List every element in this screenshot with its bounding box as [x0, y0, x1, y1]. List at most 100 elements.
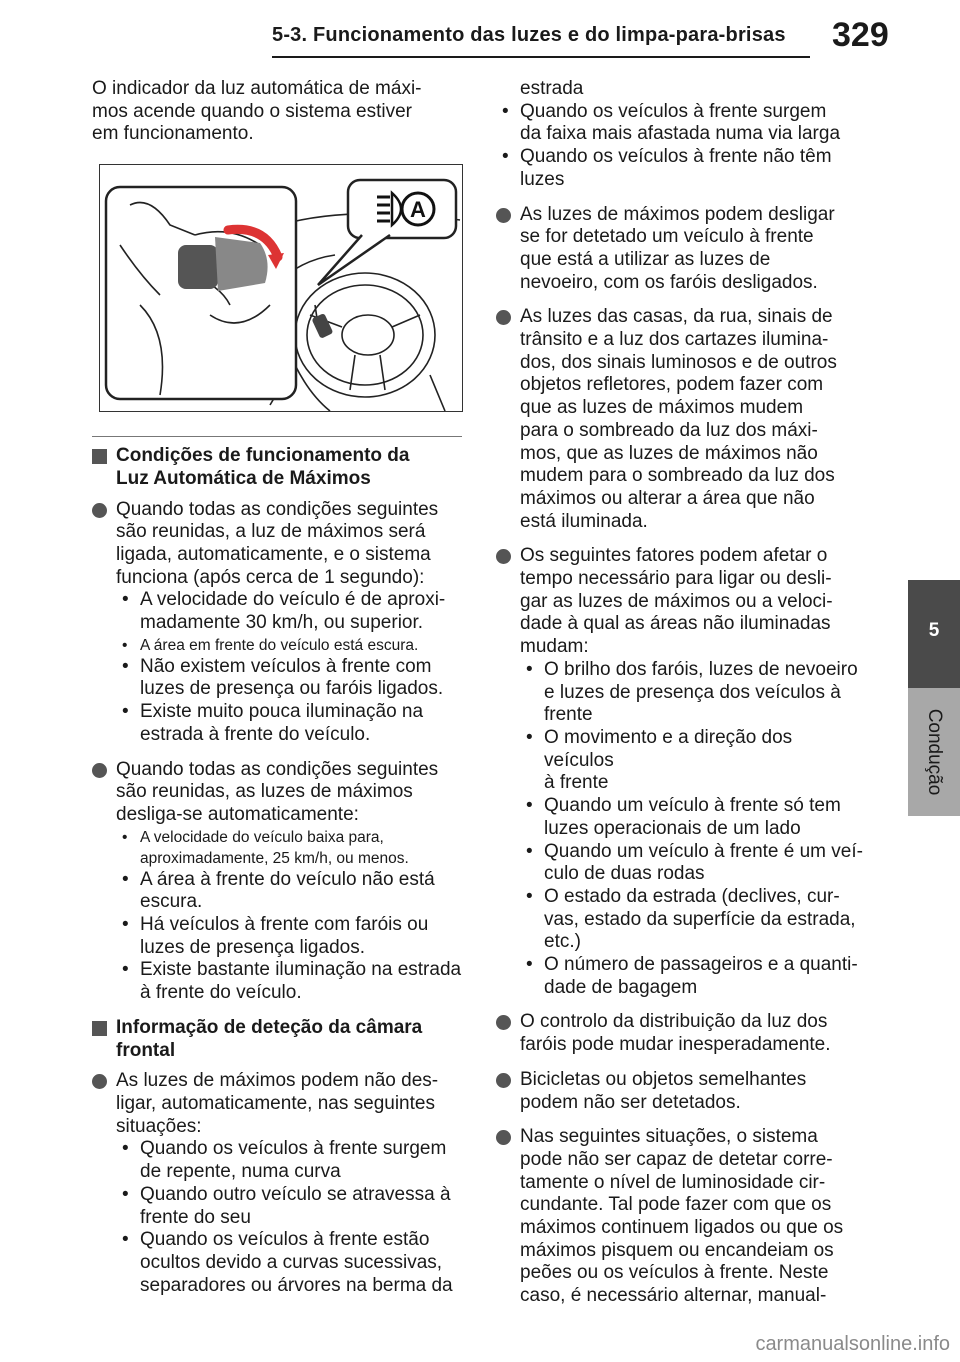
text-line: Quando os veículos à frente estão [140, 1229, 430, 1251]
text-line: trânsito e a luz dos cartazes ilumina- [520, 329, 829, 351]
text-line: à frente do veículo. [140, 982, 302, 1004]
text-line: frente [544, 704, 593, 726]
text-line: O número de passageiros e a quanti- [544, 954, 858, 976]
text-line: O indicador da luz automática de máxi- [92, 78, 422, 99]
text-line: da faixa mais afastada numa via larga [520, 123, 841, 145]
header-rule [272, 56, 810, 58]
text-line: Condições de funcionamento da [116, 445, 410, 467]
text-line: Os seguintes fatores podem afetar o [520, 545, 828, 567]
text-line: O movimento e a direção dos veículos [544, 726, 793, 771]
continued-text: estrada [520, 78, 866, 101]
text-line: Há veículos à frente com faróis ou [140, 914, 429, 936]
text-line: desliga-se automaticamente: [116, 803, 359, 825]
text-line: A velocidade do veículo baixa para, [140, 828, 384, 846]
text-line: estrada à frente do veículo. [140, 723, 371, 745]
illustration-svg: A [104, 178, 461, 412]
text-line: frontal [116, 1039, 176, 1061]
text-line: Quando um veículo à frente é um veí- [544, 840, 863, 862]
text-line: que está a utilizar as luzes de [520, 248, 771, 270]
text-line: caso, é necessário alternar, manual- [520, 1285, 827, 1307]
round-bullet-icon [496, 1130, 511, 1146]
text-line: para o sombreado da luz dos máxi- [520, 419, 818, 441]
text-line: Luz Automática de Máximos [116, 467, 371, 489]
text-line: Existe muito pouca iluminação na [140, 701, 424, 723]
text-line: Quando os veículos à frente surgem [520, 100, 827, 122]
auto-icon-letter: A [410, 197, 426, 222]
text-line: A velocidade do veículo é de aproxi- [140, 589, 446, 611]
text-line: luzes operacionais de um lado [544, 817, 801, 839]
text-line: podem não ser detetados. [520, 1091, 741, 1113]
text-line: luzes [520, 168, 565, 190]
round-bullet-icon [92, 502, 107, 518]
text-line: Quando os veículos à frente surgem [140, 1138, 447, 1160]
text-line: Informação de deteção da câmara [116, 1016, 423, 1038]
text-line: objetos refletores, podem fazer com [520, 374, 824, 396]
text-line: máximos continuem ligados ou que os [520, 1217, 844, 1239]
text-line: dos, dos sinais luminosos e de outros [520, 351, 837, 373]
text-line: As luzes das casas, da rua, sinais de [520, 306, 833, 328]
text-line: Quando todas as condições seguintes [116, 498, 439, 520]
right-column: estrada •Quando os veículos à frente sur… [496, 78, 866, 1320]
square-bullet-icon [92, 449, 107, 465]
section-title: 5-3. Funcionamento das luzes e do limpa-… [272, 24, 786, 46]
auto-high-beam-illustration: A [99, 164, 463, 413]
chapter-tab: 5 [908, 580, 960, 688]
text-line: nevoeiro, com os faróis desligados. [520, 271, 818, 293]
text-line: e luzes de presença dos veículos à [544, 681, 841, 703]
intro-paragraph: O indicador da luz automática de máxi-mo… [92, 78, 462, 146]
text-line: está iluminada. [520, 510, 648, 532]
list-item: Quando um veículo à frente é um veí-culo… [544, 841, 866, 886]
text-line: cundante. Tal pode fazer com que os [520, 1194, 832, 1216]
left-column: O indicador da luz automática de máxi-mo… [92, 78, 463, 1309]
text-line: funciona (após cerca de 1 segundo): [116, 566, 425, 588]
square-bullet-icon [92, 1020, 107, 1036]
text-line: que as luzes de máximos mudem [520, 397, 804, 419]
list-item: O estado da estrada (declives, cur-vas, … [544, 886, 866, 954]
bullet-may-not-turn-off: As luzes de máximos podem não des-ligar,… [92, 1070, 462, 1297]
text-line: etc.) [544, 931, 581, 953]
text-line: ocultos devido a curvas sucessivas, [140, 1251, 443, 1273]
text-line: máximos pisquem ou encandeiam os [520, 1239, 834, 1261]
text-line: O controlo da distribuição da luz dos [520, 1011, 828, 1033]
text-line: escura. [140, 891, 203, 913]
text-line: aproximadamente, 25 km/h, ou menos. [140, 849, 409, 867]
text-line: ligada, automaticamente, e o sistema [116, 543, 431, 565]
round-bullet-icon [92, 1074, 107, 1090]
page-number: 329 [832, 16, 889, 54]
round-bullet-icon [496, 207, 511, 223]
round-bullet-icon [496, 549, 511, 565]
text-line: separadores ou árvores na berma da [140, 1274, 453, 1296]
text-line: Quando todas as condições seguintes [116, 758, 439, 780]
text-line: As luzes de máximos podem não des- [116, 1070, 439, 1092]
text-line: Nas seguintes situações, o sistema [520, 1126, 818, 1148]
text-line: em funcionamento. [92, 123, 254, 145]
text-line: luzes de presença ligados. [140, 936, 365, 958]
text-line: de repente, numa curva [140, 1161, 341, 1183]
round-bullet-icon [496, 310, 511, 326]
text-line: Quando os veículos à frente não têm [520, 146, 832, 168]
round-bullet-icon [496, 1015, 511, 1031]
list-item: A velocidade do veículo é de aproxi-mada… [140, 589, 462, 634]
text-line: dade de bagagem [544, 976, 698, 998]
text-line: madamente 30 km/h, ou superior. [140, 612, 424, 634]
text-line: tempo necessário para ligar ou desli- [520, 568, 832, 590]
list-item: O número de passageiros e a quanti-dade … [544, 954, 866, 999]
text-line: peões ou os veículos à frente. Neste [520, 1262, 829, 1284]
text-line: dade à qual as áreas não iluminadas [520, 613, 831, 635]
